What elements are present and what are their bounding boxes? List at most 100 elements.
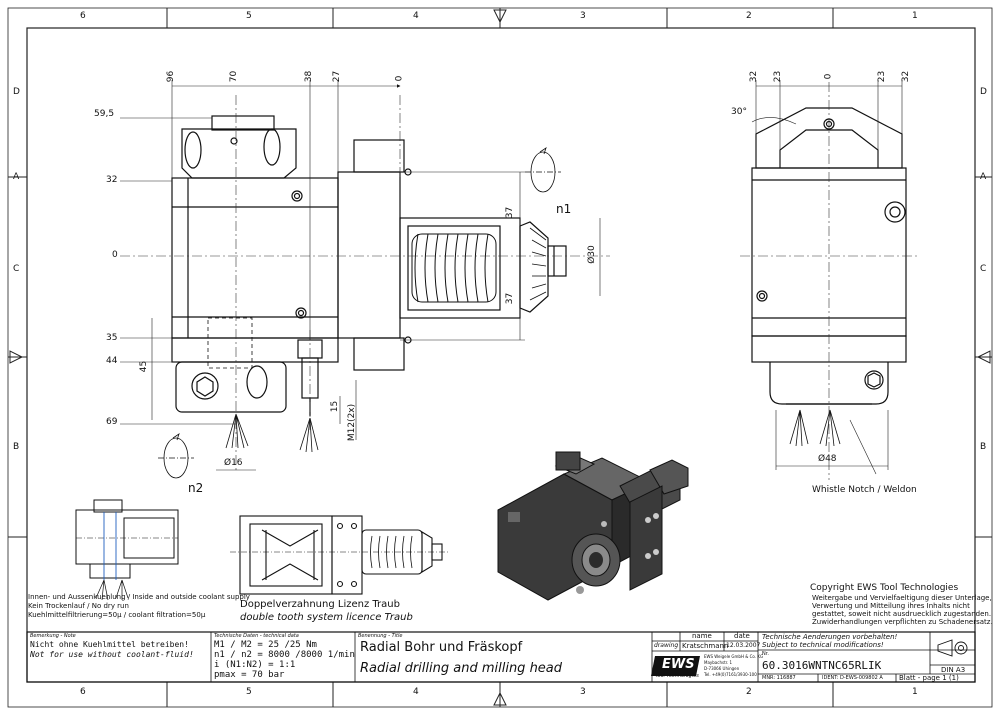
double-tooth-view [230,515,450,595]
side-centre-lines [740,82,918,480]
company-line-3: D-73066 Uhingen [704,666,740,671]
dim-side-d48: Ø48 [818,454,837,464]
front-dimension-lines [120,80,601,471]
grid-col-3-bottom: 3 [580,687,586,697]
company-line-1: EWS Weigele GmbH & Co. KG [704,654,764,659]
copyright-title: Copyright EWS Tool Technologies [810,583,959,593]
grid-col-2-bottom: 2 [746,687,752,697]
ews-logo [651,656,700,676]
dim-side-32-right: 32 [901,70,912,83]
note-en: Not for use without coolant-fluid! [30,650,194,659]
rotation-arrow-n2 [158,433,194,479]
label-n1: n1 [556,202,572,216]
dim-27: 27 [332,70,343,83]
tech-row-speed: n1 / n2 = 8000 /8000 1/min [214,650,355,660]
copyright-line-3: gestattet, soweit nicht ausdruecklich zu… [812,610,992,618]
tech-heading: Technische Daten - technical data [214,633,299,639]
front-view [171,115,567,453]
rotation-arrow-n1 [525,147,561,193]
projection-symbol [937,639,968,657]
grid-row-c-right: C [980,264,987,274]
grid-col-2: 2 [746,11,752,21]
grid-row-a-left: A [13,172,20,182]
grid-row-b: B [13,442,20,452]
grid-col-5-bottom: 5 [246,687,252,697]
dim-0-left: 0 [112,250,118,260]
dim-35: 35 [106,333,118,343]
grid-row-b-right: B [980,442,987,452]
grid-col-1-bottom: 1 [912,687,918,697]
grid-col-6: 6 [80,11,86,21]
label-double-tooth: double tooth system licence Traub [240,612,413,623]
mnr: MNR: 116887 [762,675,796,681]
ews-logo-sub: Tool Technologies [655,673,699,679]
dim-side-32-left: 32 [749,70,760,83]
dim-side-0: 0 [823,73,834,80]
nr-label: Nr. [762,651,769,657]
grid-col-3: 3 [580,11,586,21]
din-format: DIN A3 [941,666,966,674]
dim-45: 45 [139,360,150,373]
col-name: name [692,632,712,640]
dim-32: 32 [106,175,118,185]
grid-row-c: C [13,264,20,274]
tech-row-pressure: pmax = 70 bar [214,670,285,680]
grid-col-1: 1 [912,11,918,21]
label-n2: n2 [188,481,204,495]
dim-38: 38 [304,70,315,83]
grid-row-d: D [13,87,20,97]
title-de: Radial Bohr und Fräskopf [360,640,523,655]
drawer-date: 12.03.2007 [726,642,761,649]
dim-15: 15 [330,400,341,413]
grid-row-d-right: D [980,87,987,97]
company-line-4: Tel. +49(0)7161/3930-100 [704,672,757,677]
grid-col-4-bottom: 4 [413,687,419,697]
grid-col-4: 4 [413,11,419,21]
title-heading: Benennung - Title [358,633,403,639]
dim-d16: Ø16 [224,458,243,468]
label-doppelverzahnung: Doppelverzahnung Lizenz Traub [240,599,400,610]
ident: IDENT: D-EWS-009802 A [822,675,883,681]
dim-44: 44 [106,356,118,366]
copyright-line-1: Weitergabe und Vervielfaeltigung dieser … [812,594,992,602]
dim-69: 69 [106,417,118,427]
coolant-note-3: Kuehlmittelfiltrierung=50µ / coolant fil… [28,611,206,619]
col-date: date [734,632,750,640]
note-de: Nicht ohne Kuehlmittel betreiben! [30,640,189,649]
grid-col-5: 5 [246,11,252,21]
dim-side-23-left: 23 [773,70,784,83]
dim-37-lower: 37 [505,292,516,305]
tech-row-ratio: i (N1:N2) = 1:1 [214,660,296,670]
part-number: 60.3016WNTNC65RLIK [762,659,882,672]
note-heading: Bemerkung - Note [30,633,76,639]
change-en: Subject to technical modifications! [762,641,884,649]
tech-row-torque: M1 / M2 = 25 /25 Nm [214,640,317,650]
grid-col-6-bottom: 6 [80,687,86,697]
dim-side-23-right: 23 [877,70,888,83]
copyright-line-4: Zuwiderhandlungen verpflichten zu Schade… [812,618,993,626]
page-number: Blatt - page 1 (1) [899,674,959,682]
ews-logo-text: EWS [662,657,695,672]
drawer-name: Kratschmann [682,642,729,650]
dim-0-top: 0 [394,75,405,82]
dim-d30: Ø30 [586,245,597,264]
label-whistle-notch: Whistle Notch / Weldon [812,485,917,495]
copyright-line-2: Verwertung und Mitteilung ihres Inhalts … [812,602,970,610]
grid-row-a-right: A [980,172,987,182]
front-centre-lines [120,95,610,470]
coolant-note-2: Kein Trockenlauf / No dry run [28,602,129,610]
coolant-section-view [75,499,179,601]
side-dimension-lines [751,80,903,475]
dim-96: 96 [166,70,177,83]
company-line-2: Maybachstr. 1 [704,660,733,665]
dim-m12: M12(2x) [347,403,358,442]
title-en: Radial drilling and milling head [360,661,563,676]
title-block-lines [26,631,976,683]
dim-37-upper: 37 [505,206,516,219]
isometric-render [497,451,689,601]
change-de: Technische Aenderungen vorbehalten! [762,633,898,641]
dim-side-30-deg: 30° [731,107,747,117]
row-drawing: drawing [654,642,679,649]
